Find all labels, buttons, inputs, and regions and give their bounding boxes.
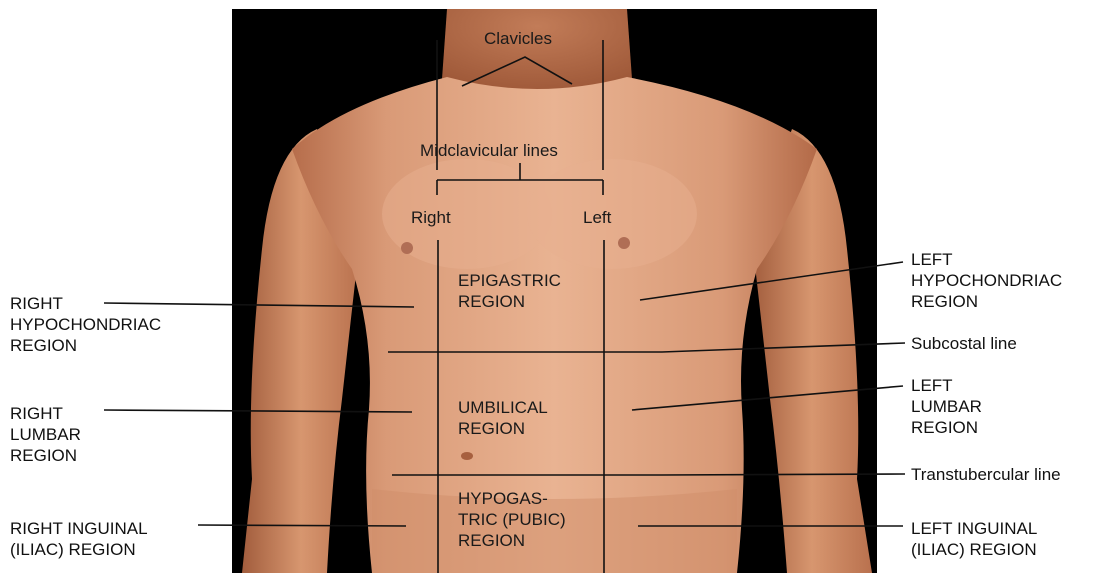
right-inguinal-label: RIGHT INGUINAL (ILIAC) REGION	[10, 518, 148, 560]
right-lumbar-label: RIGHT LUMBAR REGION	[10, 403, 81, 466]
left-hypochondriac-label: LEFT HYPOCHONDRIAC REGION	[911, 249, 1062, 312]
midclavicular-label: Midclavicular lines	[420, 140, 558, 161]
hypogastric-region-label: HYPOGAS- TRIC (PUBIC) REGION	[458, 488, 566, 551]
left-inguinal-label: LEFT INGUINAL (ILIAC) REGION	[911, 518, 1037, 560]
right-hypochondriac-label: RIGHT HYPOCHONDRIAC REGION	[10, 293, 161, 356]
left-label: Left	[583, 207, 611, 228]
right-label: Right	[411, 207, 451, 228]
transtubercular-line-label: Transtubercular line	[911, 464, 1061, 485]
umbilical-region-label: UMBILICAL REGION	[458, 397, 548, 439]
epigastric-region-label: EPIGASTRIC REGION	[458, 270, 561, 312]
clavicles-label: Clavicles	[484, 28, 552, 49]
left-lumbar-label: LEFT LUMBAR REGION	[911, 375, 982, 438]
subcostal-line-label: Subcostal line	[911, 333, 1017, 354]
